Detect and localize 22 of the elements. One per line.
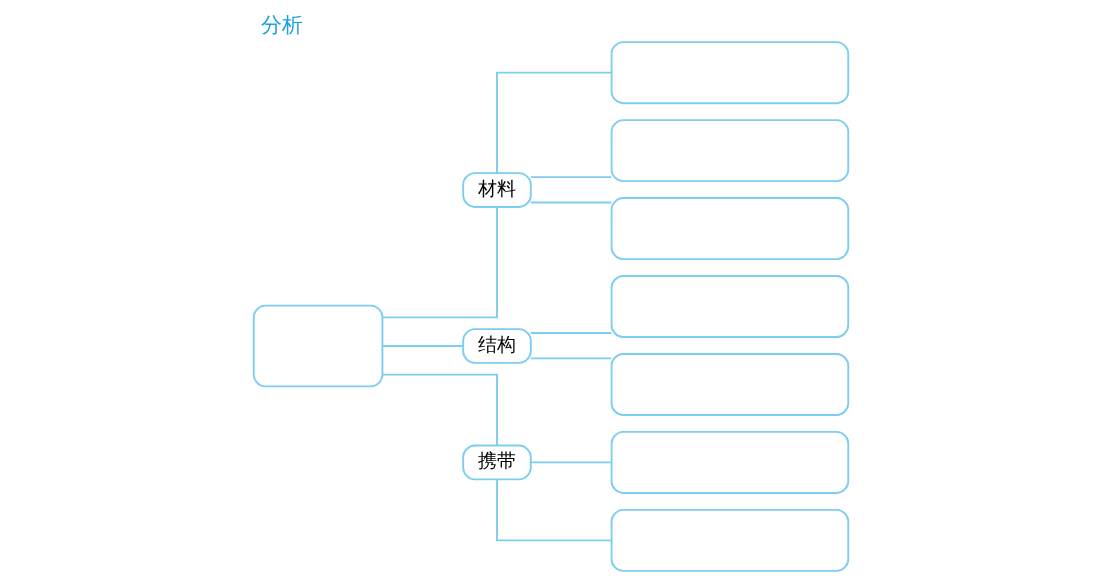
node-box xyxy=(252,304,384,388)
connector xyxy=(529,176,613,179)
node-box xyxy=(610,353,850,416)
node-box: 携带 xyxy=(462,444,532,481)
connector xyxy=(381,373,498,447)
connector xyxy=(529,201,613,204)
node-box: 结构 xyxy=(462,328,532,364)
connector xyxy=(381,345,464,347)
connector xyxy=(381,206,498,319)
node-box xyxy=(610,41,850,105)
diagram-title: 分析 xyxy=(260,13,303,38)
node-box xyxy=(610,275,850,338)
connector xyxy=(496,71,613,174)
connector xyxy=(529,332,613,334)
node-box xyxy=(610,508,850,572)
connector xyxy=(529,461,613,464)
node-box xyxy=(610,119,850,183)
node-box xyxy=(610,430,850,494)
connector xyxy=(496,478,613,542)
node-box xyxy=(610,197,850,261)
node-box: 材料 xyxy=(462,172,532,208)
connector xyxy=(529,357,613,360)
